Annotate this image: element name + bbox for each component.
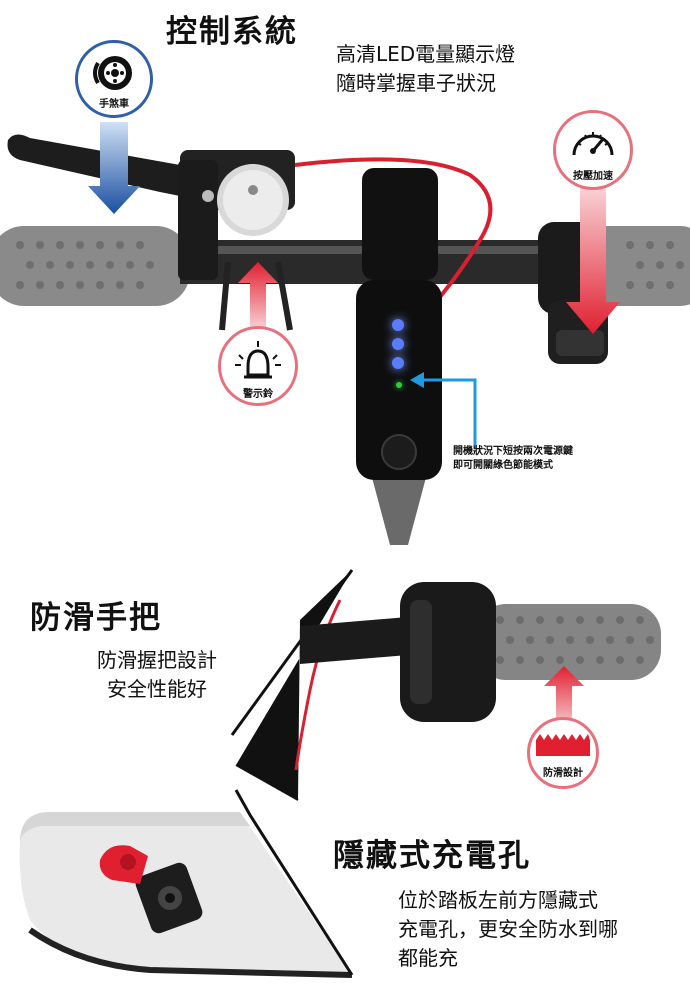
led-battery-indicator-2 [392, 338, 404, 350]
eco-note-line-2: 即可開關綠色節能模式 [453, 460, 553, 471]
control-description: 高清LED電量顯示燈 隨時掌握車子狀況 [336, 40, 515, 98]
eco-note-line-1: 開機狀況下短按兩次電源鍵 [453, 446, 573, 457]
anti-slip-texture-icon [536, 734, 590, 756]
charge-title: 隱藏式充電孔 [333, 838, 531, 874]
bell-badge: 警示鈴 [218, 326, 298, 406]
control-desc-line-2: 隨時掌握車子狀況 [336, 71, 496, 95]
speedometer-icon [572, 132, 614, 156]
control-desc-line-1: 高清LED電量顯示燈 [336, 42, 516, 66]
control-title: 控制系統 [166, 14, 298, 50]
led-eco-indicator [396, 382, 402, 388]
accelerator-label: 按壓加速 [573, 171, 613, 182]
charge-description: 位於踏板左前方隱藏式 充電孔，更安全防水到哪 都能充 [398, 886, 618, 973]
led-battery-indicator-3 [392, 357, 404, 369]
alarm-bell-icon [235, 341, 281, 379]
charge-desc-line-2: 充電孔，更安全防水到哪 [398, 917, 618, 941]
bell-label: 警示鈴 [243, 389, 273, 400]
grip-title: 防滑手把 [30, 600, 162, 636]
brake-badge: 手煞車 [75, 40, 153, 118]
accelerator-badge: 按壓加速 [553, 110, 633, 190]
eco-mode-note: 開機狀況下短按兩次電源鍵 即可開關綠色節能模式 [453, 445, 573, 473]
anti-slip-label: 防滑設計 [543, 768, 583, 779]
charge-desc-line-3: 都能充 [398, 946, 458, 970]
brake-label: 手煞車 [99, 99, 129, 110]
led-battery-indicator-1 [392, 319, 404, 331]
grip-description: 防滑握把設計 安全性能好 [97, 646, 217, 704]
grip-desc-line-1: 防滑握把設計 [97, 648, 217, 672]
anti-slip-badge: 防滑設計 [527, 717, 599, 789]
charge-desc-line-1: 位於踏板左前方隱藏式 [398, 888, 598, 912]
brake-disc-icon [93, 56, 132, 90]
grip-desc-line-2: 安全性能好 [107, 677, 207, 701]
